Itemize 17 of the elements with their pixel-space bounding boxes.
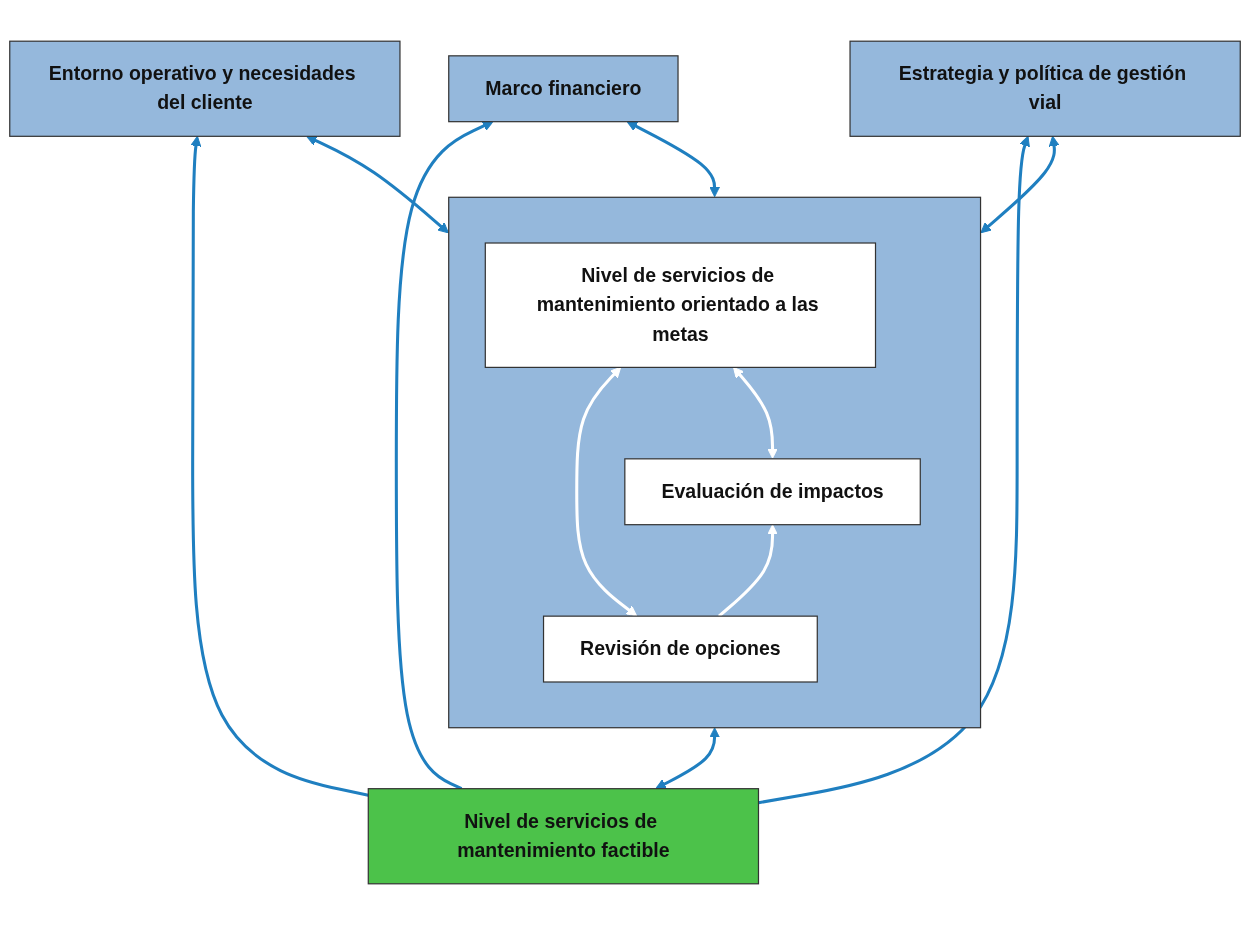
arrow [575,366,638,617]
arrow [190,135,369,797]
node-box: Revisión de opciones [542,615,818,683]
node-box: Nivel de servicios de mantenimiento factible [367,788,760,885]
node-box: Marco financiero [448,55,679,123]
node-box: Estrategia y política de gestión vial [849,40,1241,137]
arrow [718,524,778,618]
node-box: Evaluación de impactos [624,458,921,526]
cluster [448,196,982,729]
arrow [626,121,720,198]
node-box: Nivel de servicios de mantenimiento orientado a las metas [484,242,877,368]
arrow [655,727,720,789]
node-box: Entorno operativo y necesidades del cliente [9,40,401,137]
arrow [758,135,1030,805]
arrow [980,135,1060,234]
arrow [306,135,449,234]
arrow [733,366,778,459]
